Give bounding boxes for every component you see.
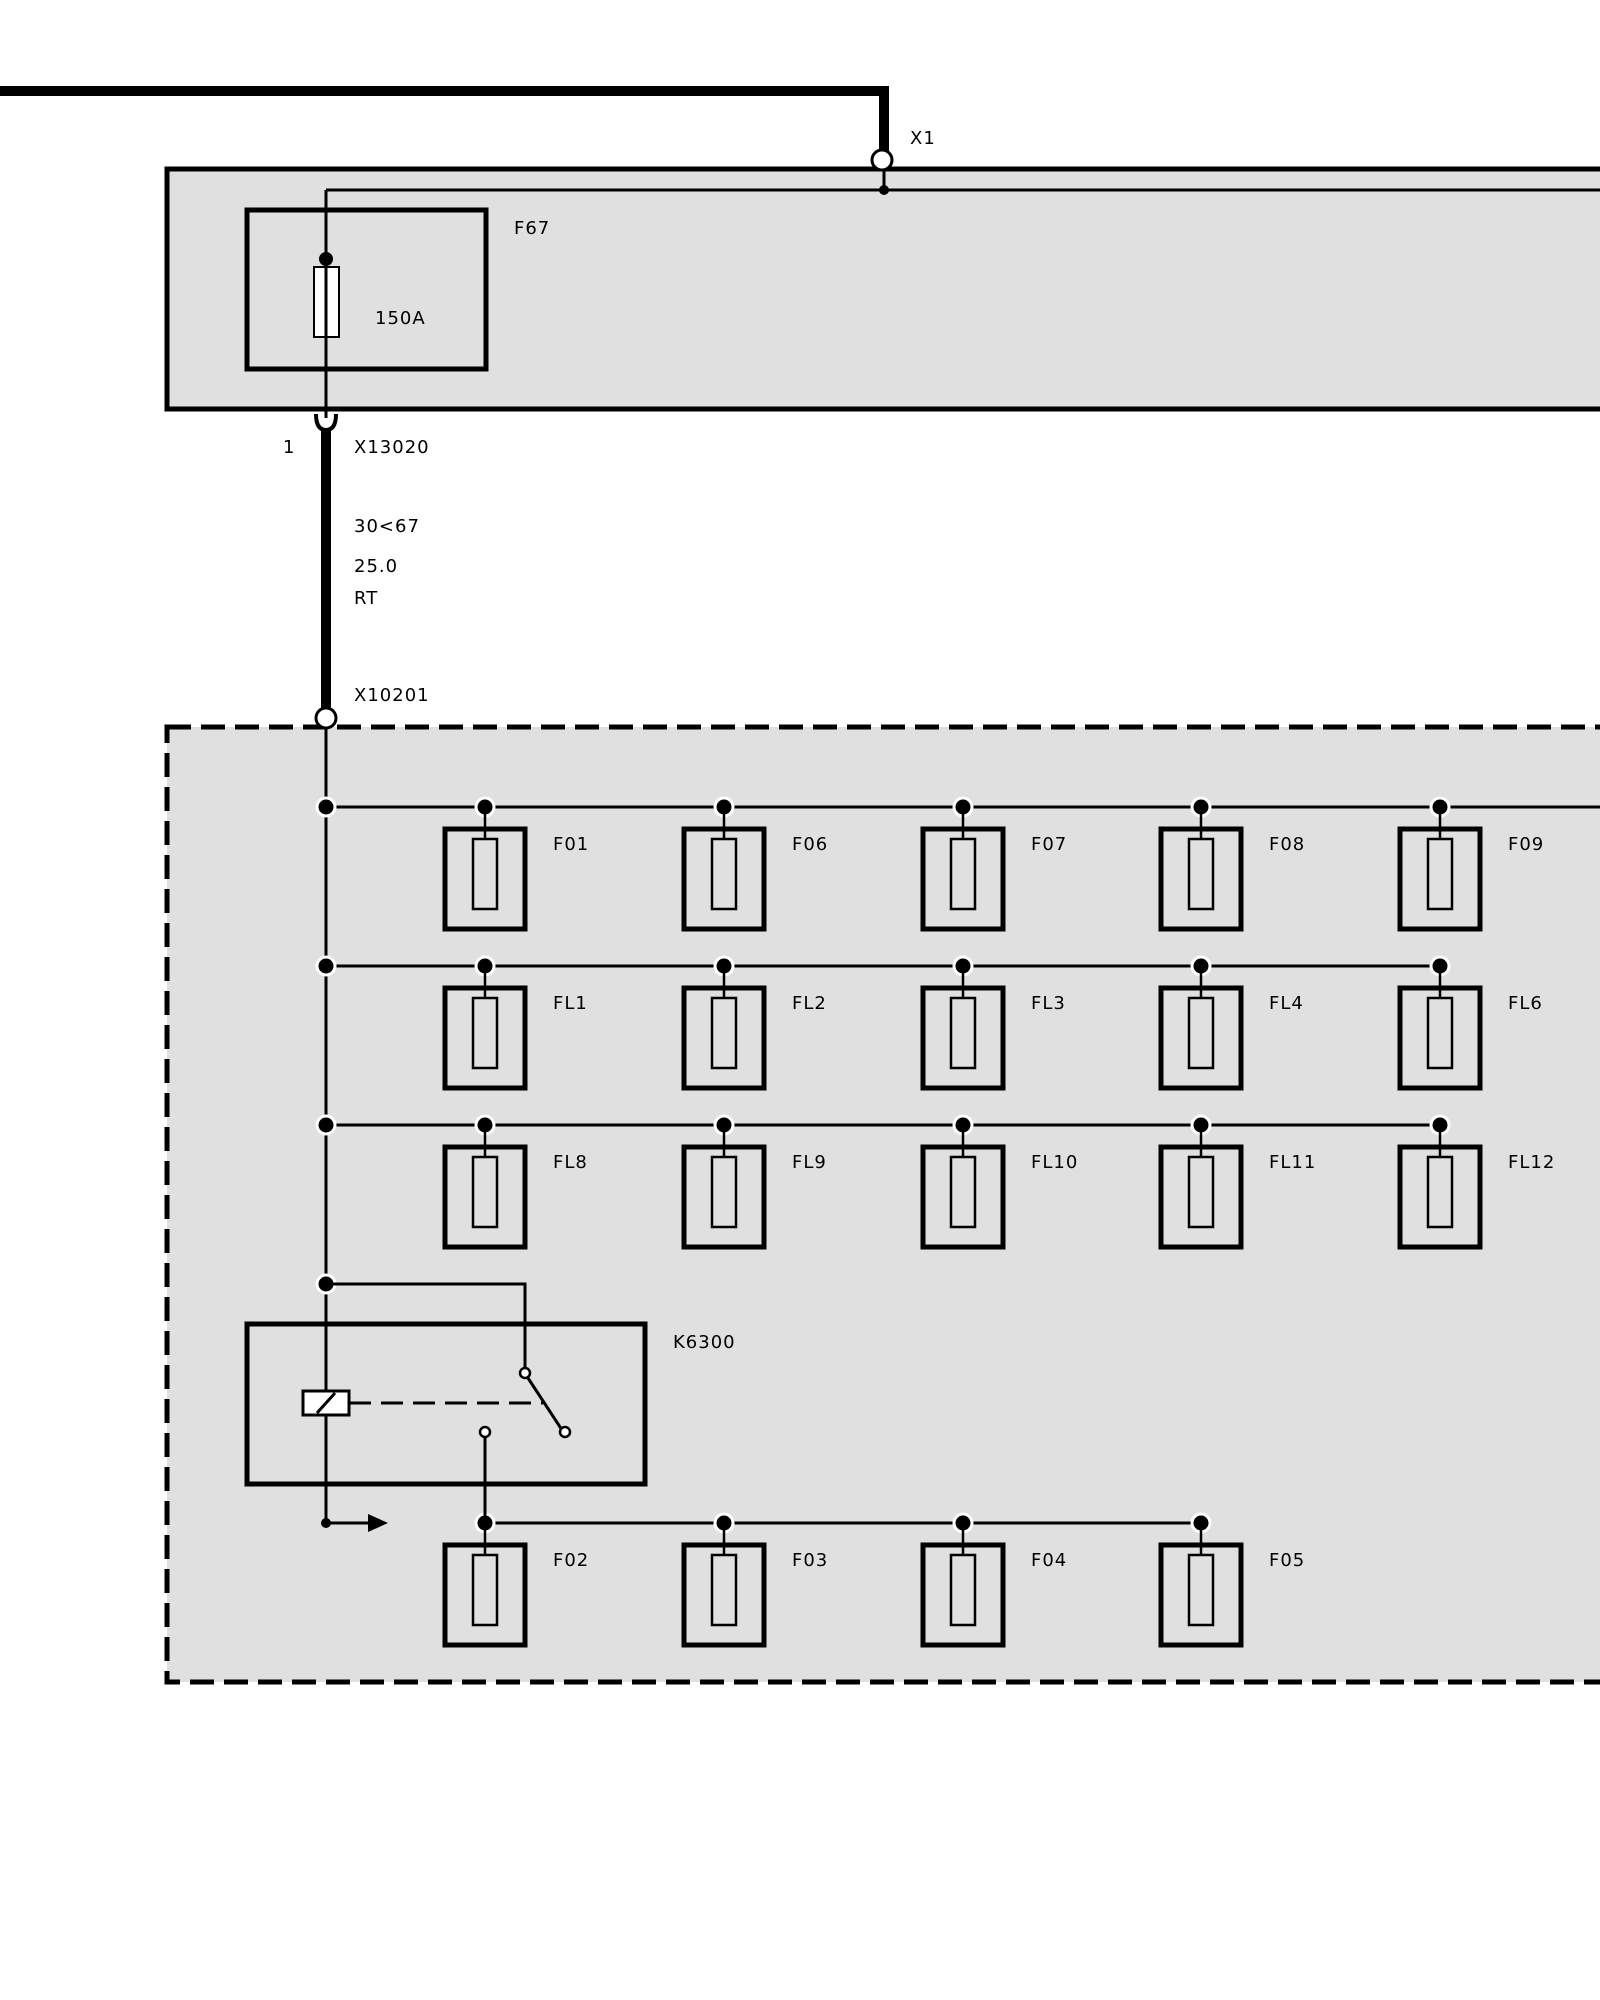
fuse-label: F01 bbox=[553, 834, 589, 855]
fuse-element bbox=[949, 1553, 977, 1627]
fuse-label: FL6 bbox=[1508, 993, 1543, 1014]
bus-junction-dot bbox=[315, 796, 337, 818]
connector-x1-label: X1 bbox=[910, 128, 936, 149]
fuse-label: FL8 bbox=[553, 1152, 588, 1173]
fuse-element bbox=[710, 1553, 738, 1627]
fuse-element bbox=[471, 996, 499, 1070]
fuse-carrier-panel bbox=[164, 724, 1600, 1685]
relay-coil-slash bbox=[315, 1391, 337, 1415]
relay-switch-arm bbox=[526, 1377, 564, 1431]
bus-junction-dot bbox=[315, 1114, 337, 1136]
fuse-element bbox=[1187, 1155, 1215, 1229]
fuse-label: F02 bbox=[553, 1550, 589, 1571]
fuse-label: F08 bbox=[1269, 834, 1305, 855]
bus-junction-dot bbox=[879, 185, 889, 195]
fuse-element bbox=[1426, 996, 1454, 1070]
relay-k6300: K6300 bbox=[244, 1273, 736, 1532]
fuse-element bbox=[710, 1155, 738, 1229]
fuse-fl1: FL1 bbox=[442, 955, 588, 1091]
fuse-f09: F09 bbox=[1397, 796, 1544, 932]
fuse-label: FL1 bbox=[553, 993, 588, 1014]
fuse-label: F04 bbox=[1031, 1550, 1067, 1571]
relay-feed-wire bbox=[326, 1282, 527, 1373]
upper-housing-panel bbox=[164, 166, 1600, 412]
fuse-f08: F08 bbox=[1158, 796, 1305, 932]
fuse-fl6: FL6 bbox=[1397, 955, 1543, 1091]
connector-x10201-label: X10201 bbox=[354, 685, 430, 706]
fuse-row: F02 F03 F04 F05 bbox=[442, 1512, 1305, 1648]
relay-label: K6300 bbox=[673, 1332, 736, 1353]
main-fuse-terminal bbox=[319, 252, 333, 266]
fuse-row: F01 F06 F07 F08 F09 bbox=[315, 796, 1600, 932]
fuse-element bbox=[1187, 837, 1215, 911]
fuse-element bbox=[1187, 1553, 1215, 1627]
fuse-label: FL2 bbox=[792, 993, 827, 1014]
fuse-element bbox=[949, 837, 977, 911]
connector-x10201-pin bbox=[314, 706, 338, 730]
fuse-row: FL8 FL9 FL10 FL11 FL12 bbox=[315, 1114, 1555, 1250]
fuse-fl3: FL3 bbox=[920, 955, 1066, 1091]
fuse-element bbox=[710, 837, 738, 911]
fuse-element bbox=[949, 996, 977, 1070]
fuse-label: FL12 bbox=[1508, 1152, 1555, 1173]
fuse-label: FL3 bbox=[1031, 993, 1066, 1014]
fuse-f01: F01 bbox=[442, 796, 589, 932]
relay-contact-output bbox=[478, 1425, 492, 1439]
fuse-element bbox=[1187, 996, 1215, 1070]
fuse-label: F07 bbox=[1031, 834, 1067, 855]
main-fuse-rating: 150A bbox=[375, 308, 426, 329]
fuse-label: F03 bbox=[792, 1550, 828, 1571]
fuse-label: FL9 bbox=[792, 1152, 827, 1173]
fuse-label: FL10 bbox=[1031, 1152, 1078, 1173]
fuse-element bbox=[471, 837, 499, 911]
fuse-f03: F03 bbox=[681, 1512, 828, 1648]
relay-contact-common bbox=[518, 1366, 532, 1380]
wire-cross-section-label: 25.0 bbox=[354, 556, 398, 577]
fuse-fl10: FL10 bbox=[920, 1114, 1078, 1250]
relay-housing bbox=[244, 1321, 648, 1487]
connector-x13020-label: X13020 bbox=[354, 437, 430, 458]
battery-supply-cable bbox=[0, 86, 889, 160]
fuse-f07: F07 bbox=[920, 796, 1067, 932]
fuse-element bbox=[1426, 1155, 1454, 1229]
fuse-fl9: FL9 bbox=[681, 1114, 827, 1250]
fuse-element bbox=[949, 1155, 977, 1229]
fuse-element bbox=[1426, 837, 1454, 911]
fuse-fl11: FL11 bbox=[1158, 1114, 1316, 1250]
main-fuse-housing bbox=[244, 207, 489, 372]
wire-circuit-label: 30<67 bbox=[354, 516, 420, 537]
fuse-f05: F05 bbox=[1158, 1512, 1305, 1648]
fuse-fl12: FL12 bbox=[1397, 1114, 1555, 1250]
connector-x13020-pin: 1 bbox=[283, 437, 295, 458]
fuse-row: FL1 FL2 FL3 FL4 FL6 bbox=[315, 955, 1543, 1091]
continuation-arrow-icon bbox=[368, 1514, 388, 1532]
wire-color-label: RT bbox=[354, 588, 378, 609]
relay-contact-no bbox=[558, 1425, 572, 1439]
fuse-f04: F04 bbox=[920, 1512, 1067, 1648]
fuse-label: FL4 bbox=[1269, 993, 1304, 1014]
fuse-fl2: FL2 bbox=[681, 955, 827, 1091]
fuse-label: F06 bbox=[792, 834, 828, 855]
fuse-element bbox=[471, 1553, 499, 1627]
fuse-label: F09 bbox=[1508, 834, 1544, 855]
bus-junction-dot bbox=[315, 955, 337, 977]
connector-x1-pin bbox=[870, 148, 894, 172]
fuse-fl8: FL8 bbox=[442, 1114, 588, 1250]
fuse-element bbox=[471, 1155, 499, 1229]
main-fuse-label: F67 bbox=[514, 218, 550, 239]
fuse-label: FL11 bbox=[1269, 1152, 1316, 1173]
fuse-f06: F06 bbox=[681, 796, 828, 932]
fuse-element bbox=[710, 996, 738, 1070]
fuse-label: F05 bbox=[1269, 1550, 1305, 1571]
fuse-fl4: FL4 bbox=[1158, 955, 1304, 1091]
